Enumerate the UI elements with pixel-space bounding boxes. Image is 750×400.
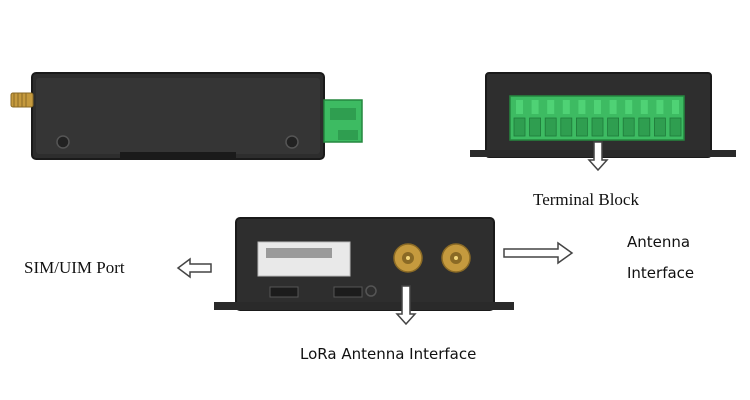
terminal-pins bbox=[513, 100, 682, 137]
terminal-pin bbox=[638, 117, 651, 137]
terminal-pin bbox=[591, 117, 604, 137]
antenna-interface-label-line2: Interface bbox=[627, 264, 695, 282]
terminal-pin bbox=[654, 117, 666, 137]
terminal-screw bbox=[656, 100, 664, 114]
terminal-screw bbox=[547, 100, 555, 114]
terminal-screw bbox=[625, 100, 633, 114]
terminal-pin bbox=[576, 117, 588, 137]
terminal-pin bbox=[669, 117, 682, 137]
arrow-right-antenna-icon bbox=[503, 241, 574, 265]
terminal-screw bbox=[594, 100, 601, 114]
screw-icon bbox=[56, 135, 70, 149]
device-terminal-view bbox=[470, 72, 736, 158]
sim-slot bbox=[333, 286, 363, 298]
terminal-pin bbox=[544, 117, 557, 137]
lora-antenna-interface-label: LoRa Antenna Interface bbox=[300, 345, 477, 363]
terminal-screw bbox=[609, 100, 617, 114]
barcode bbox=[266, 248, 332, 258]
device-front-view bbox=[214, 217, 514, 311]
arrow-down-terminal-icon bbox=[587, 141, 609, 172]
device-mount-flange bbox=[470, 150, 736, 157]
terminal-pin bbox=[607, 117, 619, 137]
terminal-pin bbox=[529, 117, 541, 137]
terminal-pin bbox=[622, 117, 635, 137]
device-side-face bbox=[36, 78, 320, 154]
terminal-screw bbox=[516, 100, 523, 114]
sim-slot bbox=[269, 286, 299, 298]
terminal-screw bbox=[531, 100, 539, 114]
terminal-screw bbox=[578, 100, 586, 114]
terminal-pin bbox=[513, 117, 526, 137]
serial-sticker bbox=[257, 241, 351, 277]
device-side-view bbox=[10, 72, 363, 160]
terminal-screw bbox=[562, 100, 570, 114]
antenna-connector bbox=[441, 243, 471, 273]
arrow-left-sim-icon bbox=[176, 257, 212, 279]
terminal-block-side bbox=[323, 99, 363, 143]
sma-antenna-connector bbox=[10, 92, 34, 108]
device-side-slot bbox=[120, 152, 236, 158]
lora-antenna-connector bbox=[393, 243, 423, 273]
terminal-screw bbox=[672, 100, 679, 114]
sim-uim-port-label: SIM/UIM Port bbox=[24, 258, 125, 277]
arrow-down-lora-icon bbox=[395, 285, 417, 326]
led-icon bbox=[365, 285, 377, 297]
screw-icon bbox=[285, 135, 299, 149]
terminal-pin bbox=[560, 117, 573, 137]
antenna-interface-label-line1: Antenna bbox=[627, 233, 691, 251]
terminal-screw bbox=[640, 100, 648, 114]
device-front-flange bbox=[214, 302, 514, 310]
terminal-block-label: Terminal Block bbox=[533, 190, 639, 209]
